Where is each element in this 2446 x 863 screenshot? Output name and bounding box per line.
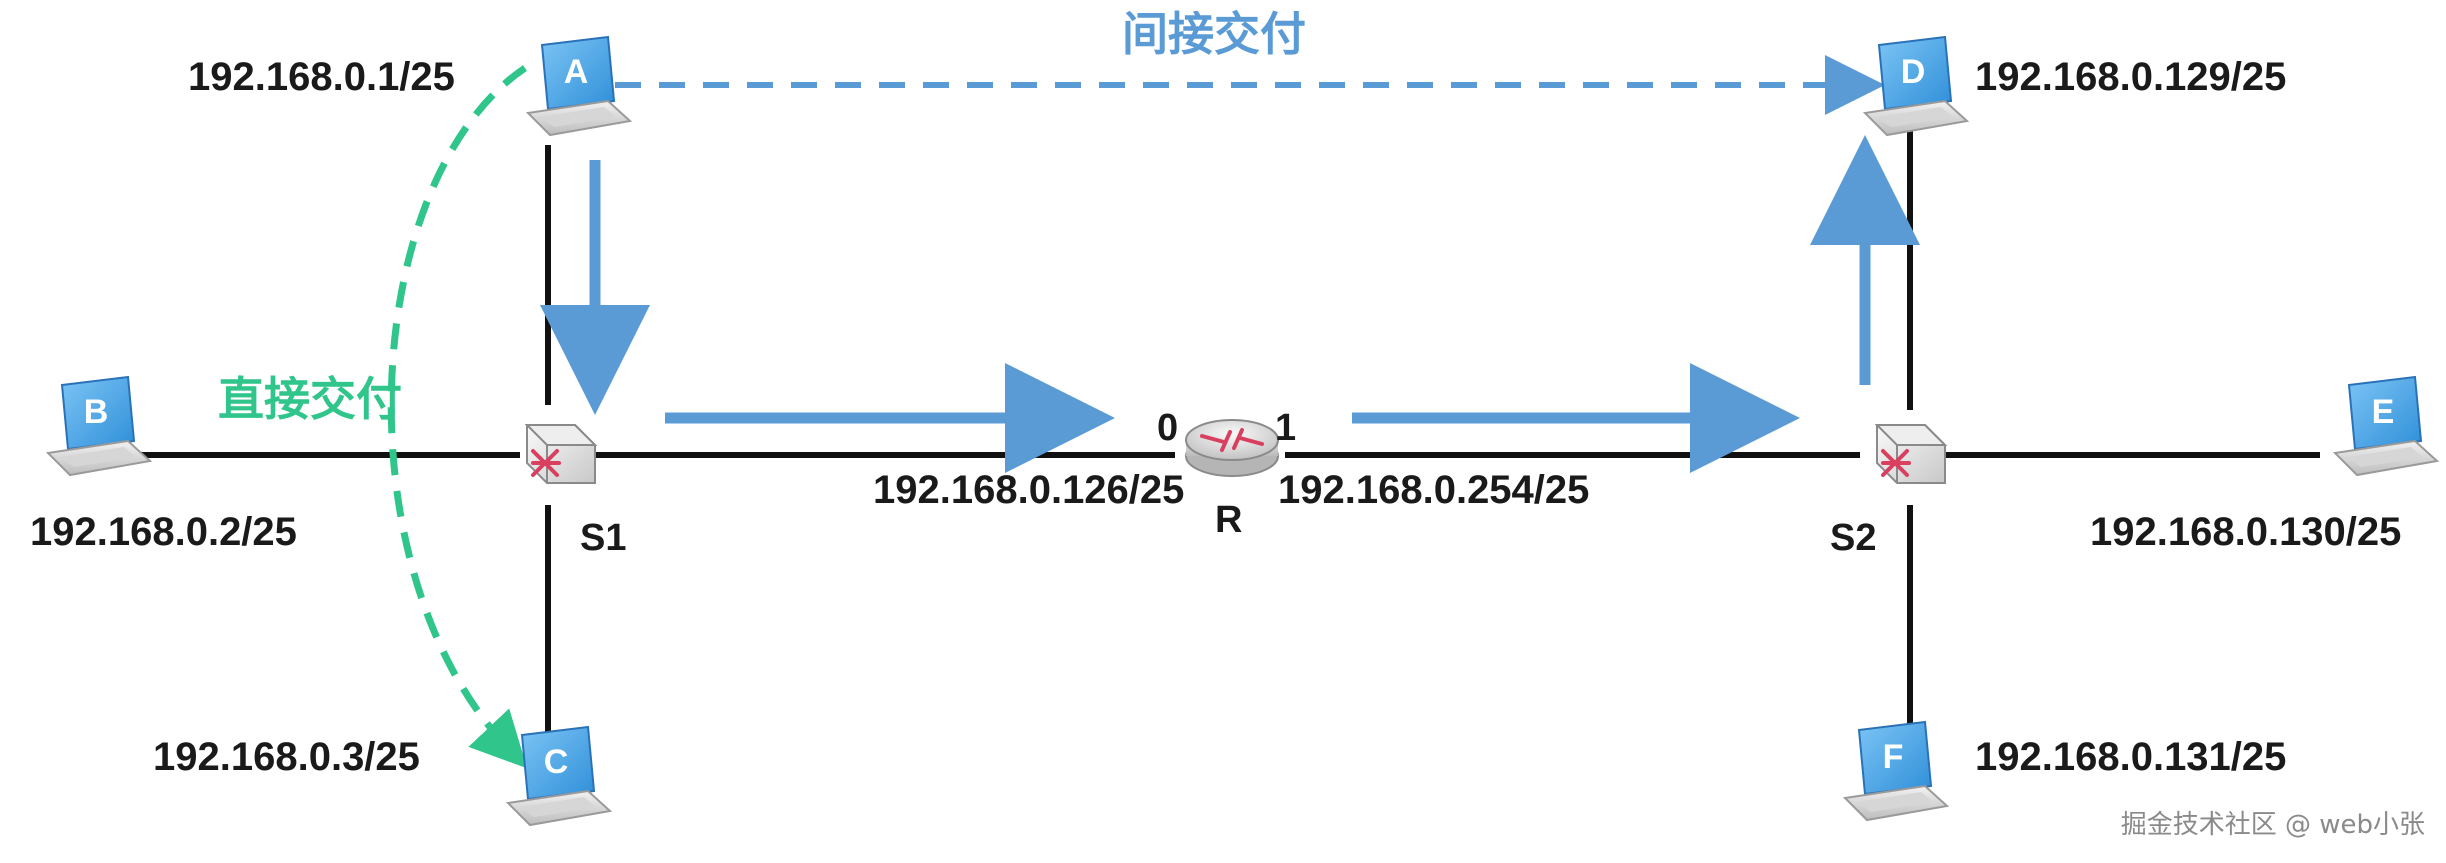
switch-s2-label: S2: [1830, 517, 1876, 559]
host-d[interactable]: D: [1864, 36, 1968, 136]
host-a-letter: A: [564, 53, 589, 91]
host-d-letter: D: [1901, 53, 1926, 91]
indirect-delivery-label: 间接交付: [1122, 7, 1306, 61]
host-e[interactable]: E: [2334, 376, 2438, 476]
switch-s2[interactable]: [1875, 423, 1947, 485]
ip-label-d: 192.168.0.129/25: [1975, 55, 2286, 99]
ip-label-a: 192.168.0.1/25: [188, 55, 455, 99]
host-c[interactable]: C: [507, 726, 611, 826]
switch-s1[interactable]: [525, 423, 597, 485]
switch-s1-label: S1: [580, 517, 626, 559]
host-a[interactable]: A: [527, 36, 631, 136]
host-b[interactable]: B: [47, 376, 151, 476]
router-icon: [1184, 418, 1280, 478]
switch-icon: [1875, 423, 1947, 485]
ip-label-f: 192.168.0.131/25: [1975, 735, 2286, 779]
switch-icon: [525, 423, 597, 485]
router-port0-number: 0: [1157, 407, 1178, 449]
host-f[interactable]: F: [1844, 721, 1948, 821]
direct-delivery-arrow: [387, 65, 528, 769]
watermark: 掘金技术社区 @ web小张: [2121, 810, 2425, 840]
router-r[interactable]: [1184, 418, 1280, 478]
ip-label-b: 192.168.0.2/25: [30, 510, 297, 554]
host-b-letter: B: [84, 393, 109, 431]
indirect-delivery-path: [540, 55, 1920, 473]
host-c-letter: C: [544, 743, 569, 781]
host-f-letter: F: [1883, 738, 1904, 776]
host-e-letter: E: [2372, 393, 2395, 431]
router-port1-ip: 192.168.0.254/25: [1278, 468, 1589, 512]
router-port1-number: 1: [1275, 407, 1296, 449]
ip-label-c: 192.168.0.3/25: [153, 735, 420, 779]
ip-label-e: 192.168.0.130/25: [2090, 510, 2401, 554]
router-label: R: [1215, 499, 1242, 541]
direct-delivery-label: 直接交付: [218, 372, 402, 426]
router-port0-ip: 192.168.0.126/25: [873, 468, 1184, 512]
